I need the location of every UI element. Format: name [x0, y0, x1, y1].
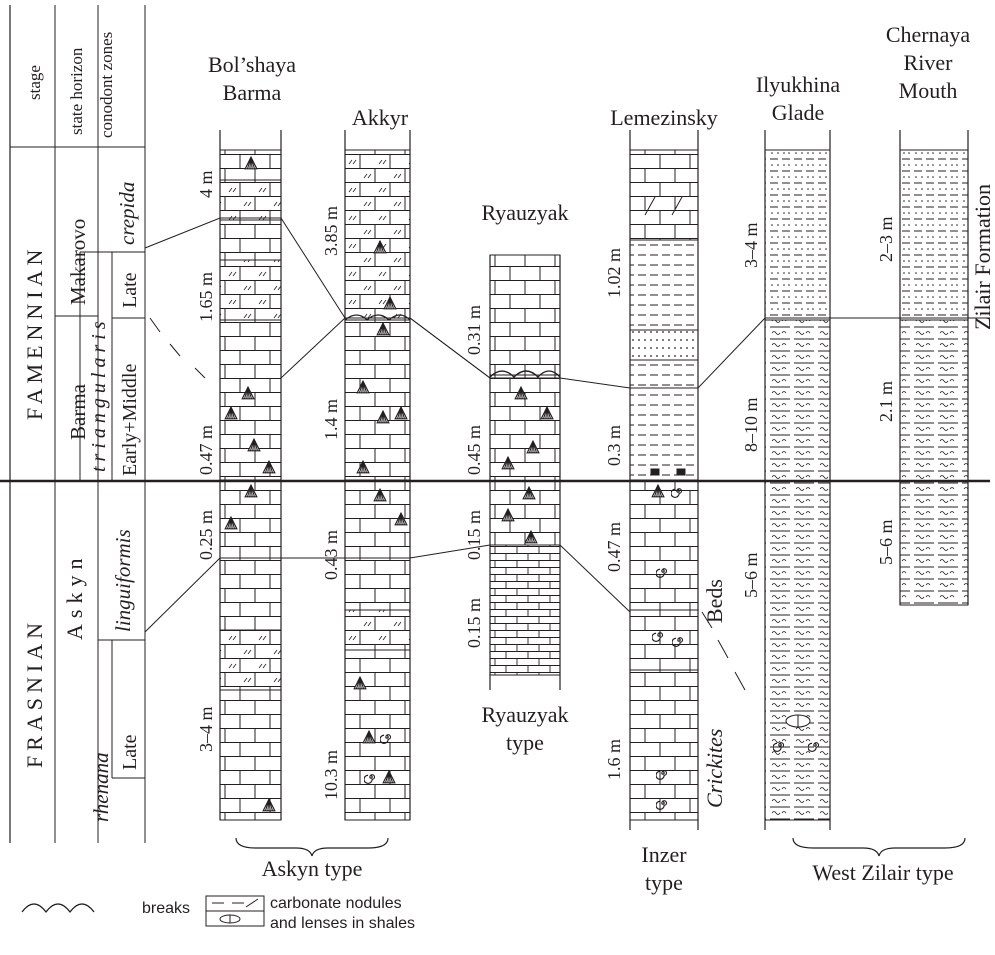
subzone-early-middle: Early+Middle [119, 364, 141, 476]
inzer-type-2: type [645, 870, 683, 895]
title-chernaya-1: Chernaya [886, 22, 971, 47]
subzone-late-rhenana: Late [119, 734, 141, 770]
thickness-label: 1.4 m [321, 399, 341, 440]
ryauzyak-type-2: type [506, 730, 544, 755]
zilair-formation-label: Zilair Formation [970, 184, 995, 330]
column-ilyukhina-glade [764, 130, 831, 830]
header-stage: stage [25, 65, 44, 100]
table-header-texts: stage state horizon conodont zones conod… [25, 32, 116, 138]
title-bolshaya-barma-2: Barma [223, 80, 282, 105]
thickness-labels: 4 m 1.65 m 0.47 m 0.25 m 3–4 m 3.85 m 1.… [196, 170, 896, 800]
thickness-label: 0.31 m [464, 305, 484, 355]
correlation-lines [0, 217, 990, 691]
thickness-label: 0.47 m [604, 522, 624, 572]
thickness-label: 4 m [196, 170, 216, 198]
legend: breaks carbonate nodules and lenses in s… [21, 895, 415, 932]
column-ryauzyak [489, 254, 561, 690]
thickness-label: 2–3 m [876, 216, 896, 262]
title-ilyukhina-2: Glade [772, 100, 825, 125]
type-labels: Ryauzyak type Askyn type Inzer type West… [262, 702, 954, 895]
header-conodont-zones: conodont zones [97, 32, 116, 138]
thickness-label: 3–4 m [741, 222, 761, 268]
thickness-label: 0.43 m [321, 530, 341, 580]
thickness-label: 5–6 m [741, 552, 761, 598]
subzone-late-triangularis: Late [119, 272, 141, 308]
legend-breaks-label: breaks [142, 900, 190, 917]
nodules-legend-icon [205, 895, 265, 927]
zone-rhenana: rhenana [89, 752, 113, 822]
ammonoid-icons [364, 488, 820, 810]
inzer-type-1: Inzer [641, 842, 687, 867]
horizon-askyn: Askyn [62, 553, 87, 640]
column-bolshaya-barma [219, 130, 282, 821]
title-akkyr: Akkyr [352, 105, 409, 130]
askyn-type: Askyn type [262, 856, 363, 881]
thickness-label: 0.15 m [464, 598, 484, 648]
thickness-label: 2.1 m [876, 381, 896, 422]
thickness-label: 10.3 m [321, 750, 341, 800]
thickness-label: 5–6 m [876, 519, 896, 565]
west-zilair-type: West Zilair type [812, 860, 953, 885]
type-braces [235, 837, 966, 857]
table-cells: FAMENNIAN FRASNIAN Makarovo Barma Askyn … [22, 182, 141, 822]
section-titles: Bol’shaya Barma Akkyr Ryauzyak Lemezinsk… [208, 22, 970, 225]
breaks-legend-icon [21, 903, 95, 913]
legend-nodules-line1: carbonate nodules [270, 895, 402, 912]
thickness-label: 0.15 m [464, 510, 484, 560]
title-chernaya-3: Mouth [899, 78, 958, 103]
brachiopod-icons [224, 156, 665, 812]
title-chernaya-2: River [904, 50, 954, 75]
thickness-label: 1.02 m [604, 248, 624, 298]
title-ryauzyak: Ryauzyak [481, 200, 568, 225]
thickness-label: 0.25 m [196, 510, 216, 560]
title-lemezinsky: Lemezinsky [610, 105, 718, 130]
beds-word: Beds [702, 579, 727, 623]
title-ilyukhina-1: Ilyukhina [756, 72, 841, 97]
thickness-label: 0.45 m [464, 425, 484, 475]
legend-nodules-line2: and lenses in shales [270, 915, 415, 932]
zone-linguiformis: linguiformis [111, 529, 135, 632]
stratigraphic-table [9, 5, 146, 843]
thickness-label: 3–4 m [196, 706, 216, 752]
horizon-barma: Barma [66, 383, 90, 440]
thickness-label: 3.85 m [321, 206, 341, 256]
column-lemezinsky [629, 130, 699, 830]
header-state-horizon: state horizon [67, 47, 86, 135]
zone-crepida: crepida [115, 182, 139, 245]
thickness-label: 8–10 m [741, 397, 761, 452]
column-chernaya-river-mouth [899, 130, 969, 606]
ryauzyak-type-1: Ryauzyak [481, 702, 568, 727]
column-akkyr [344, 130, 411, 821]
thickness-label: 1.65 m [196, 272, 216, 322]
crickites-word: Crickites [702, 729, 727, 808]
stage-famennian: FAMENNIAN [22, 245, 47, 420]
horizon-makarovo: Makarovo [66, 219, 90, 305]
thickness-label: 0.3 m [604, 425, 624, 466]
stage-frasnian: FRASNIAN [22, 618, 47, 768]
zone-triangularis: triangularis [88, 316, 110, 472]
thickness-label: 1.6 m [604, 739, 624, 780]
title-bolshaya-barma-1: Bol’shaya [208, 52, 296, 77]
crickites-beds-label: Crickites Beds [702, 579, 727, 808]
thickness-label: 0.47 m [196, 425, 216, 475]
